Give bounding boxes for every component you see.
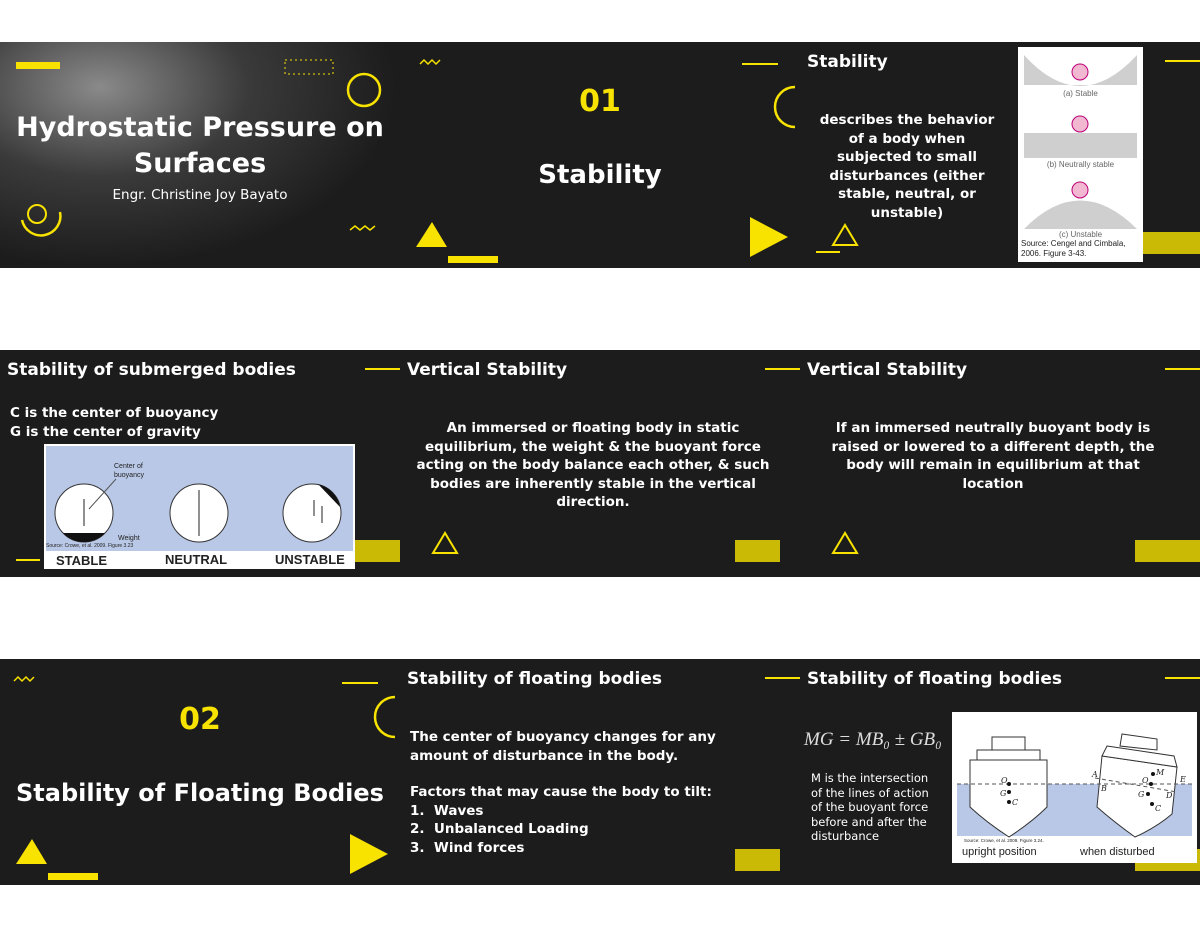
section-number: 02	[179, 702, 221, 737]
section-title: Stability	[538, 160, 662, 190]
slide-floating-bodies-factors[interactable]: Stability of floating bodies The center …	[400, 659, 800, 885]
slide-title: Stability	[807, 52, 888, 72]
text-line: raised or lowered to a different depth, …	[831, 438, 1155, 455]
label-weight: Weight	[118, 535, 140, 542]
text-line: of the buoyant force	[811, 800, 929, 814]
point-d: D	[1165, 791, 1173, 800]
text-line: describes the behavior	[819, 112, 995, 128]
point-a: A	[1091, 770, 1098, 779]
point-g: G	[1000, 789, 1007, 798]
text-line: C is the center of buoyancy	[10, 405, 219, 421]
text-line: of the lines of action	[811, 785, 929, 800]
text-line: direction.	[556, 494, 630, 510]
factors-heading: Factors that may cause the body to tilt:	[410, 784, 712, 800]
point-o: O	[1001, 776, 1008, 785]
label-disturbed: when disturbed	[1080, 846, 1155, 858]
factor-item: 3. Wind forces	[410, 839, 525, 856]
slide-title: Stability of floating bodies	[407, 669, 662, 689]
source-line: 2006. Figure 3-43.	[1021, 249, 1087, 258]
source-line: Source: Cengel and Cimbala,	[1021, 239, 1126, 248]
slide-floating-bodies-metacenter[interactable]: Stability of floating bodies MG = MB₀ ± …	[800, 659, 1200, 885]
text-line: location	[962, 475, 1024, 492]
submerged-figure: Center of buoyancy Weight Source: Crowe,…	[44, 444, 355, 569]
label-stable: STABLE	[56, 553, 108, 568]
body-text: An immersed or floating body in static e…	[400, 419, 786, 512]
text-line: The center of buoyancy changes for any	[410, 729, 716, 745]
label-unstable: (c) Unstable	[1058, 230, 1103, 239]
point-c2: C	[1155, 804, 1161, 813]
text-line: body will remain in equilibrium at that	[846, 457, 1140, 473]
slide-title: Stability of submerged bodies	[7, 360, 296, 380]
text-line: An immersed or floating body in static	[446, 420, 740, 436]
slide-section-02[interactable]: 02 Stability of Floating Bodies	[0, 659, 400, 885]
text-line: acting on the body balance each other, &…	[416, 457, 770, 473]
body-text: If an immersed neutrally buoyant body is…	[800, 419, 1186, 493]
body-text: The center of buoyancy changes for any a…	[410, 728, 716, 857]
author: Engr. Christine Joy Bayato	[112, 187, 288, 203]
legend-text: C is the center of buoyancy G is the cen…	[10, 404, 218, 441]
label-stable: (a) Stable	[1063, 89, 1098, 98]
text-line: If an immersed neutrally buoyant body is	[835, 420, 1151, 436]
label-unstable: UNSTABLE	[275, 552, 345, 567]
slide-title: Vertical Stability	[807, 360, 968, 380]
definition-text: describes the behavior of a body when su…	[800, 111, 1014, 222]
figure-source: Source: Cengel and Cimbala, 2006. Figure…	[1021, 239, 1126, 259]
text-line: unstable)	[870, 204, 944, 221]
figure-source: Source: Crowe, et al. 2009. Figure 3.23	[46, 543, 134, 549]
section-number: 01	[579, 84, 621, 119]
slide-stability-definition[interactable]: Stability describes the behavior of a bo…	[800, 42, 1200, 268]
metacentric-formula: MG = MB₀ ± GB₀	[804, 729, 942, 750]
text-line: subjected to small	[837, 149, 977, 165]
point-e: E	[1179, 775, 1186, 784]
factor-label: Waves	[433, 802, 484, 819]
label-neutral: NEUTRAL	[165, 552, 228, 567]
slide-vertical-stability-1[interactable]: Vertical Stability An immersed or floati…	[400, 350, 800, 577]
presentation-title: Hydrostatic Pressure on Surfaces	[16, 112, 384, 179]
label-upright: upright position	[962, 846, 1037, 858]
point-o2: O	[1142, 776, 1149, 785]
text-line: of a body when	[848, 130, 966, 147]
point-c: C	[1012, 798, 1018, 807]
stability-diagram	[1024, 55, 1137, 229]
slide-section-01[interactable]: 01 Stability	[400, 42, 800, 268]
slide-title[interactable]: Hydrostatic Pressure on Surfaces Engr. C…	[0, 42, 400, 268]
point-m: M	[1155, 768, 1165, 777]
slide-title: Stability of floating bodies	[807, 669, 1062, 689]
label-neutral: (b) Neutrally stable	[1046, 160, 1115, 169]
text-line: G is the center of gravity	[10, 423, 201, 440]
text-line: stable, neutral, or	[838, 186, 976, 202]
text-line: before and after the	[811, 814, 927, 829]
point-g2: G	[1138, 790, 1145, 799]
slide-title: Vertical Stability	[407, 360, 568, 380]
slide-submerged-bodies[interactable]: Stability of submerged bodies C is the c…	[0, 350, 400, 577]
figure-source: Source: Crowe, et al. 2009. Figure 3.24.	[964, 838, 1044, 843]
factor-label: Unbalanced Loading	[433, 821, 589, 837]
text-line: equilibrium, the weight & the buoyant fo…	[425, 438, 761, 455]
submerged-diagram	[46, 446, 353, 551]
factor-item: 1. Waves	[410, 802, 484, 819]
text-line: amount of disturbance in the body.	[410, 747, 679, 764]
text-line: disturbances (either	[829, 167, 985, 184]
text-line: disturbance	[811, 829, 880, 843]
slide-vertical-stability-2[interactable]: Vertical Stability If an immersed neutra…	[800, 350, 1200, 577]
factor-label: Wind forces	[433, 839, 525, 856]
section-title: Stability of Floating Bodies	[16, 779, 384, 807]
point-b: B	[1100, 784, 1107, 793]
factor-item: 2. Unbalanced Loading	[410, 821, 589, 837]
text-line: bodies are inherently stable in the vert…	[430, 475, 756, 492]
callout-center-of-buoyancy: Center of buoyancy	[114, 463, 144, 479]
decoration-shapes	[13, 675, 396, 880]
decoration-shapes	[416, 58, 796, 263]
metacenter-description: M is the intersection of the lines of ac…	[811, 771, 929, 844]
stability-figure: (a) Stable (b) Neutrally stable (c) Unst…	[1018, 47, 1143, 262]
text-line: M is the intersection	[811, 771, 929, 785]
